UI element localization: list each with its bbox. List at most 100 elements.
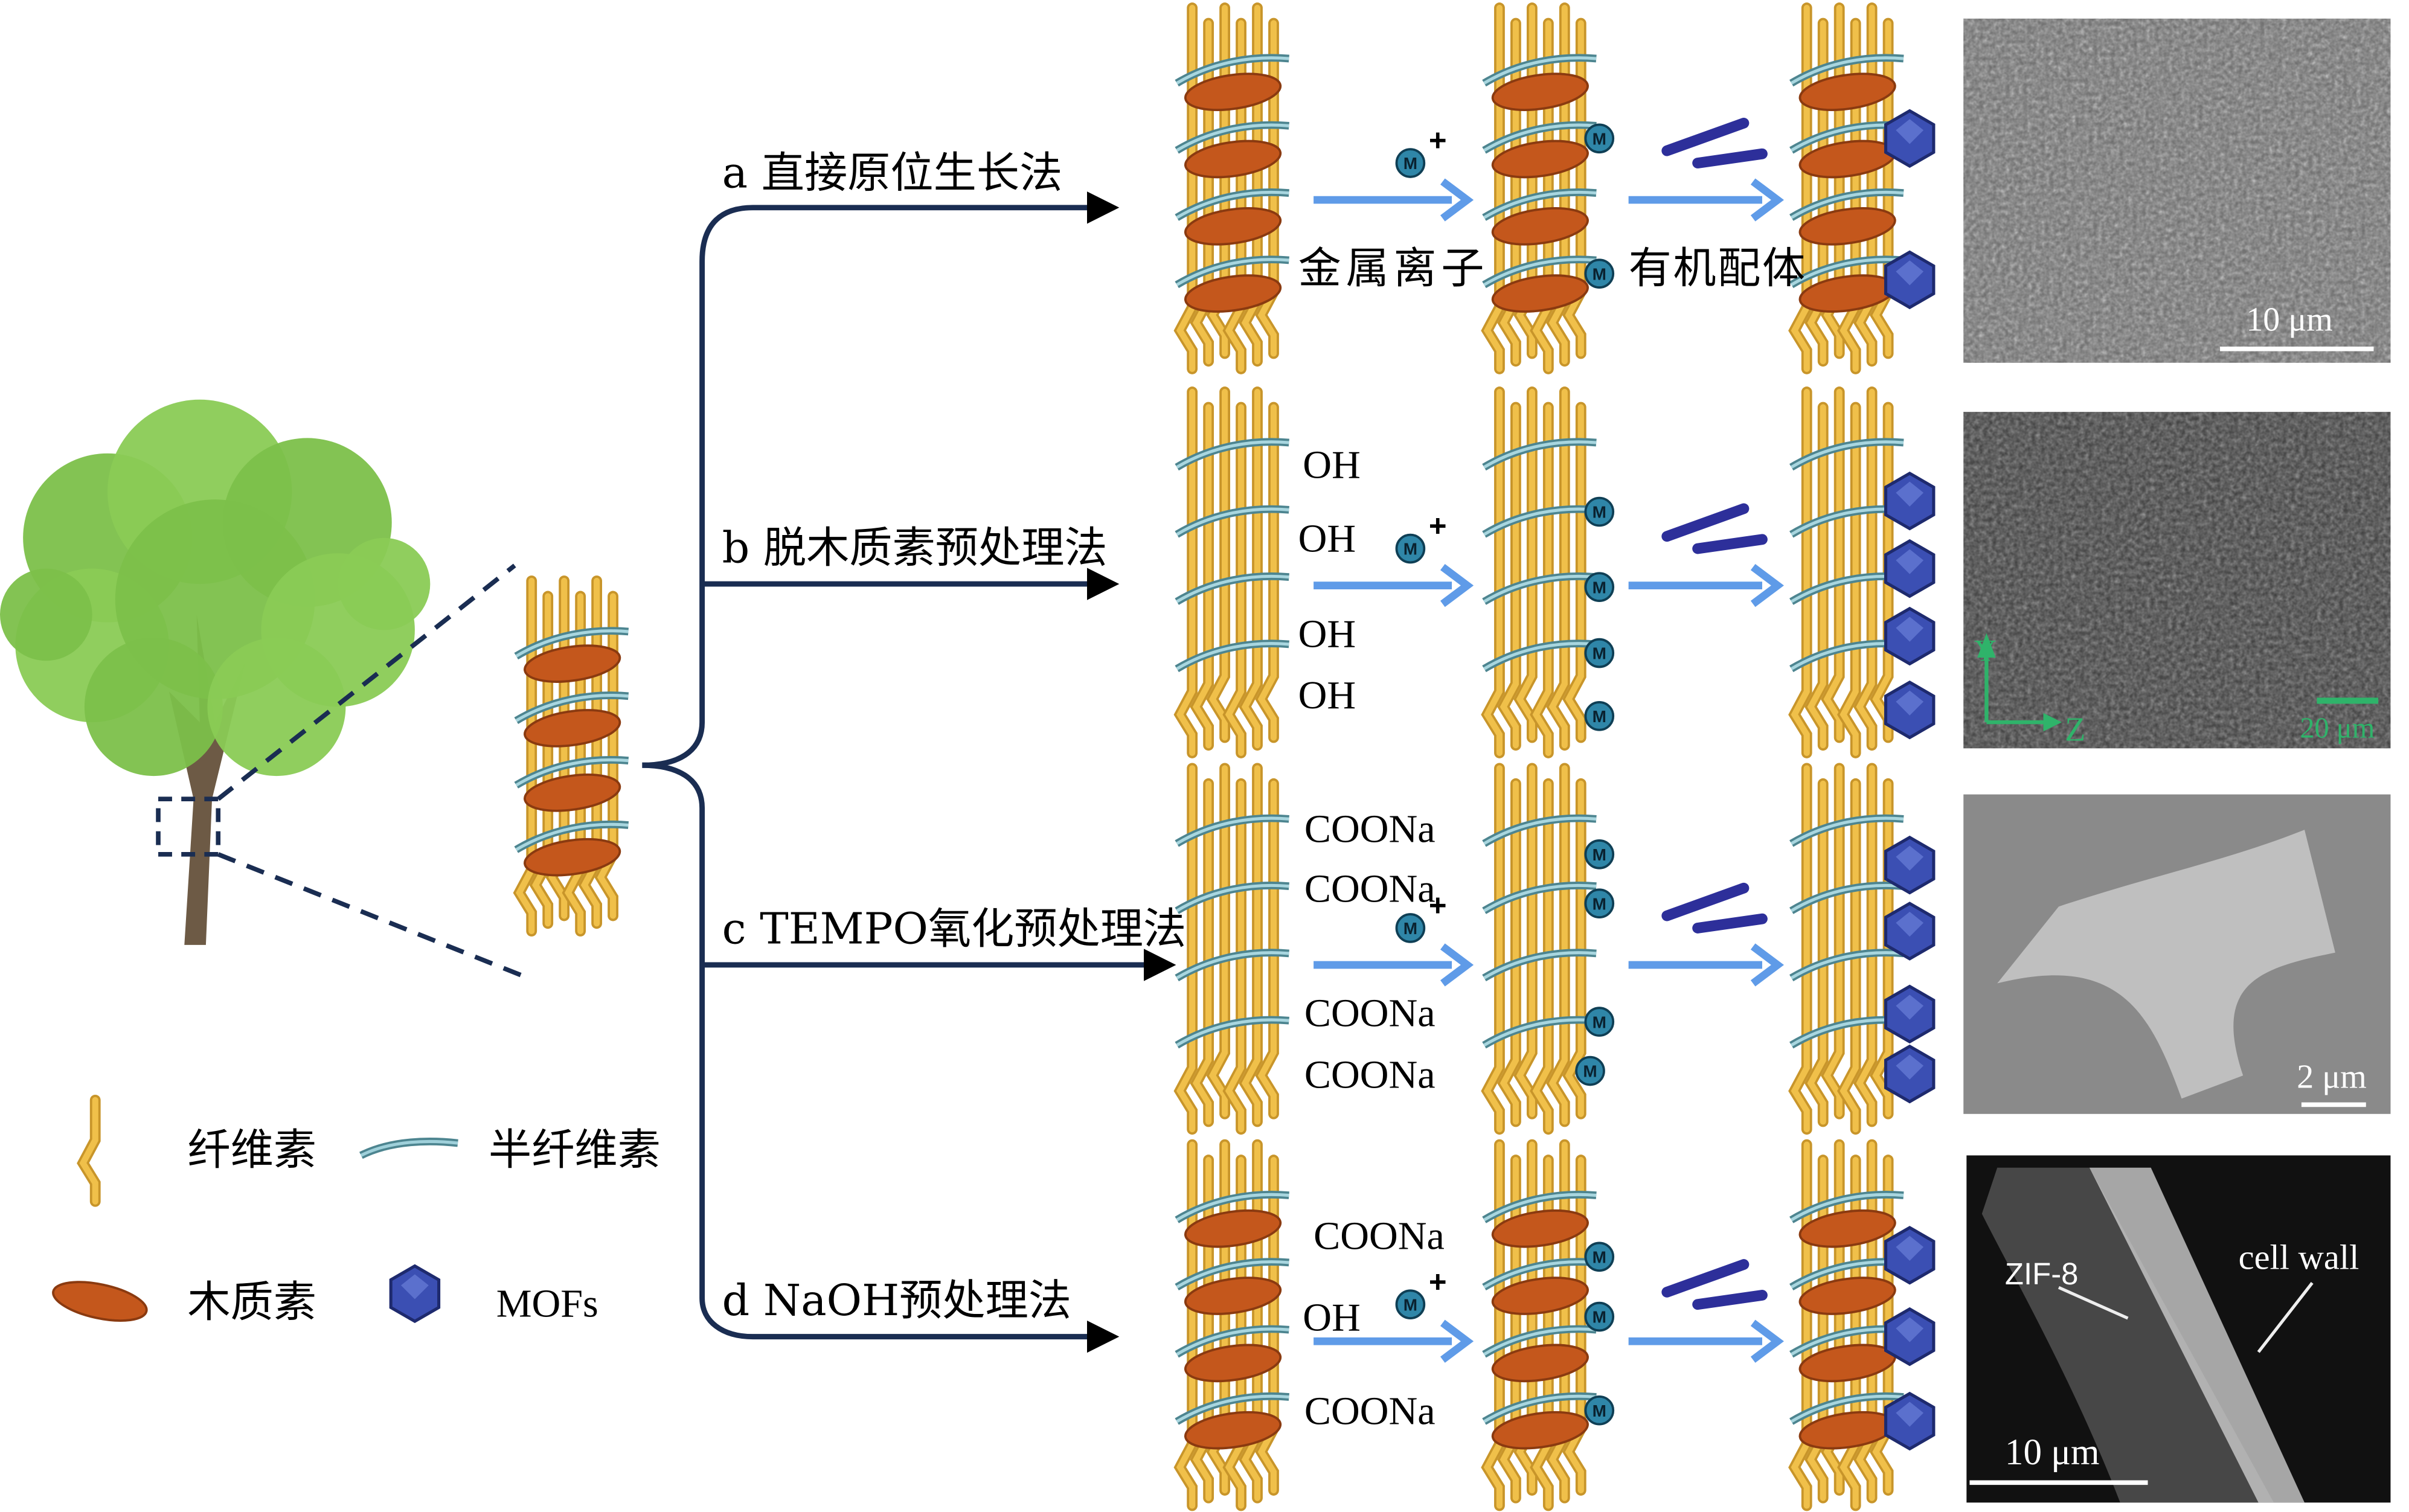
lignin-icon bbox=[1491, 274, 1589, 313]
legend-hemicellulose-label: 半纤维素 bbox=[489, 1125, 661, 1175]
group-oh: OH bbox=[1303, 443, 1361, 487]
row-c-groups: COONa COONa COONa COONa bbox=[1304, 807, 1435, 1097]
legend-lignin-label: 木质素 bbox=[187, 1277, 316, 1327]
metal-ion-symbol: M bbox=[1593, 1248, 1606, 1267]
process-arrow bbox=[1314, 943, 1474, 987]
lignin-icon bbox=[1184, 1209, 1282, 1248]
fiber-bundle-mof-grown bbox=[1788, 1139, 1904, 1511]
zoom-line-top bbox=[216, 563, 516, 801]
legend-mofs-label: MOFs bbox=[496, 1282, 598, 1326]
metal-ion-icon: M+ bbox=[1395, 508, 1447, 564]
group-coona: COONa bbox=[1304, 1389, 1435, 1434]
group-oh: OH bbox=[1298, 612, 1356, 656]
mof-icon bbox=[1884, 109, 1936, 168]
organic-ligand-icon bbox=[1661, 1259, 1768, 1310]
foliage bbox=[207, 638, 346, 777]
sem-image-d: ZIF-8 cell wall 10 μm bbox=[1966, 1155, 2391, 1503]
metal-ion-symbol: M bbox=[1593, 845, 1606, 864]
metal-ion-symbol: M bbox=[1593, 1401, 1606, 1420]
lignin-icon bbox=[1184, 72, 1282, 111]
metal-ion-symbol: M bbox=[1593, 707, 1606, 726]
group-oh: OH bbox=[1303, 1295, 1361, 1339]
metal-ion-charge: + bbox=[1429, 123, 1447, 158]
metal-ion-charge: + bbox=[1429, 1264, 1447, 1299]
lignin-icon bbox=[524, 838, 621, 877]
legend-cellulose-label: 纤维素 bbox=[187, 1125, 316, 1175]
process-arrow bbox=[1628, 943, 1785, 987]
process-arrow bbox=[1314, 178, 1474, 222]
fiber-bundle-ion-loaded bbox=[1481, 763, 1597, 1135]
lignin-icon bbox=[1184, 1277, 1282, 1315]
sem-image-a: 10 μm bbox=[1963, 18, 2391, 363]
metal-ion-icon: M bbox=[1584, 1395, 1615, 1426]
scale-bar-label: 20 μm bbox=[2300, 712, 2375, 744]
process-arrow bbox=[1628, 1319, 1785, 1363]
row-b-groups: OH OH OH OH bbox=[1298, 443, 1361, 718]
metal-ion-symbol: M bbox=[1593, 503, 1606, 522]
fiber-bundle-ion-loaded bbox=[1481, 1139, 1597, 1511]
metal-ion-symbol: M bbox=[1403, 919, 1417, 938]
metal-ion-icon: M+ bbox=[1395, 1264, 1447, 1320]
metal-ion-icon: M bbox=[1575, 1056, 1605, 1086]
zif8-label: ZIF-8 bbox=[2005, 1257, 2079, 1291]
mof-icon bbox=[1884, 250, 1936, 310]
metal-ion-symbol: M bbox=[1403, 154, 1417, 173]
mof-icon bbox=[1884, 1307, 1936, 1366]
branch-arrows bbox=[642, 191, 1176, 1353]
process-arrow bbox=[1628, 563, 1785, 607]
metal-ion-icon: M bbox=[1584, 701, 1615, 731]
lignin-icon bbox=[1491, 1411, 1589, 1450]
scale-bar-label: 2 μm bbox=[2297, 1059, 2367, 1096]
metal-ion-icon: M bbox=[1584, 572, 1615, 602]
group-coona: COONa bbox=[1304, 867, 1435, 911]
group-coona: COONa bbox=[1304, 1053, 1435, 1097]
route-b-label: b 脱木质素预处理法 bbox=[722, 522, 1108, 572]
organic-ligand-icon bbox=[1661, 882, 1768, 934]
foliage bbox=[338, 537, 431, 630]
mof-icon bbox=[1884, 1226, 1936, 1285]
lignin-icon bbox=[1184, 1411, 1282, 1450]
fiber-bundle-raw bbox=[1173, 386, 1289, 758]
metal-ion-icon: M bbox=[1584, 888, 1615, 919]
cellulose-icon bbox=[77, 1094, 101, 1207]
metal-ion-symbol: M bbox=[1593, 894, 1606, 913]
fiber-bundle bbox=[513, 575, 629, 937]
organic-ligand-label: 有机配体 bbox=[1629, 243, 1807, 293]
organic-ligand-icon bbox=[1661, 117, 1768, 168]
route-d-label: d NaOH预处理法 bbox=[722, 1275, 1071, 1325]
mof-icon bbox=[1884, 1391, 1936, 1451]
sem-image-b: Y Z 20 μm bbox=[1963, 412, 2391, 749]
route-row-b: M+ M M M M bbox=[1173, 386, 1936, 758]
metal-ion-charge: + bbox=[1429, 508, 1447, 543]
process-arrow bbox=[1628, 178, 1785, 222]
lignin-icon bbox=[1184, 207, 1282, 246]
metal-ion-icon: M bbox=[1584, 638, 1615, 668]
metal-ion-symbol: M bbox=[1593, 1308, 1606, 1327]
row-d-groups: COONa OH COONa bbox=[1303, 1214, 1445, 1434]
metal-ion-symbol: M bbox=[1593, 578, 1606, 597]
lignin-icon bbox=[524, 709, 621, 748]
metal-ion-symbol: M bbox=[1593, 1013, 1606, 1031]
metal-ion-symbol: M bbox=[1593, 644, 1606, 663]
mof-icon bbox=[1884, 984, 1936, 1044]
route-row-a: M+MM bbox=[1173, 2, 1936, 374]
lignin-icon bbox=[1798, 72, 1896, 111]
cell-wall-label: cell wall bbox=[2239, 1238, 2359, 1277]
axis-z-label: Z bbox=[2065, 711, 2085, 749]
lignin-icon bbox=[52, 1281, 148, 1322]
metal-ion-icon: M bbox=[1584, 839, 1615, 870]
fiber-bundle-raw bbox=[1173, 1139, 1289, 1511]
metal-ion-symbol: M bbox=[1583, 1062, 1597, 1081]
group-oh: OH bbox=[1298, 517, 1356, 561]
lignin-icon bbox=[1798, 1277, 1896, 1315]
lignin-icon bbox=[524, 644, 621, 683]
group-coona: COONa bbox=[1304, 991, 1435, 1036]
lignin-icon bbox=[1491, 72, 1589, 111]
axis-y-label: Y bbox=[1974, 634, 1997, 668]
metal-ion-icon: M bbox=[1584, 1241, 1615, 1272]
group-coona: COONa bbox=[1314, 1214, 1445, 1258]
zoom-line-bottom bbox=[217, 852, 524, 978]
